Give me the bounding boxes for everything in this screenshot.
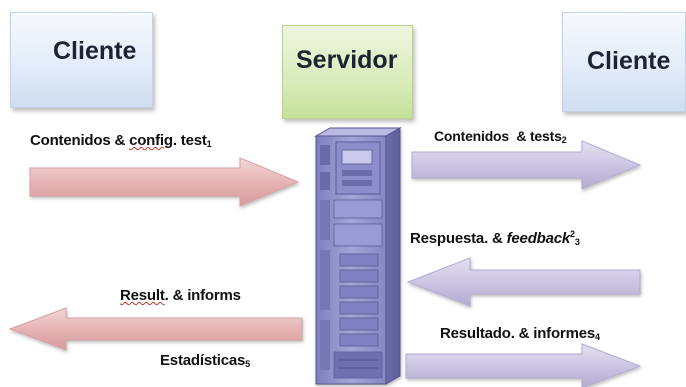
label-resultado: Resultado. & informes4 bbox=[440, 325, 600, 342]
server-tower-icon bbox=[314, 127, 402, 385]
arrow-result-informs bbox=[8, 307, 303, 351]
label-result-informs: Result. & informs bbox=[120, 287, 241, 304]
arrow-respuesta bbox=[406, 257, 641, 307]
cliente-left-box: Cliente bbox=[10, 12, 153, 108]
label-contenidos-tests: Contenidos & tests2 bbox=[434, 128, 567, 145]
label-contenidos-config: Contenidos & config. test1 bbox=[30, 132, 212, 149]
label-estadisticas: Estadísticas5 bbox=[160, 352, 250, 369]
servidor-label: Servidor bbox=[296, 46, 398, 74]
cliente-right-box: Cliente bbox=[562, 12, 686, 112]
cliente-right-label: Cliente bbox=[587, 47, 671, 75]
cliente-left-label: Cliente bbox=[53, 37, 137, 65]
label-respuesta: Respuesta. & feedback23 bbox=[410, 229, 580, 247]
servidor-box: Servidor bbox=[282, 25, 413, 119]
arrow-resultado bbox=[405, 343, 642, 387]
arrow-contenidos-config bbox=[29, 157, 300, 207]
arrow-contenidos-tests bbox=[411, 140, 642, 190]
